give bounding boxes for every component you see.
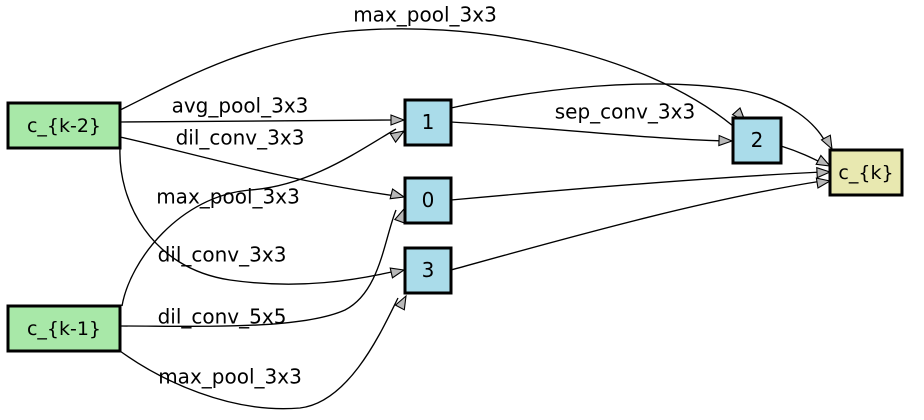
edge-label-e1: max_pool_3x3 <box>353 3 497 27</box>
node-n0-label: 0 <box>422 188 435 212</box>
node-ck1-label: c_{k-1} <box>27 318 101 340</box>
edge-labels-layer: max_pool_3x3 avg_pool_3x3 dil_conv_3x3 max_… <box>156 3 695 389</box>
node-ck1-box <box>6 304 122 353</box>
node-n3-label: 3 <box>422 258 435 282</box>
node-n3-box <box>403 246 453 295</box>
arrow-heads-layer <box>389 107 833 311</box>
arrow-head-e3 <box>389 188 406 200</box>
node-ck2-box <box>6 101 122 150</box>
edge-label-e3: dil_conv_3x3 <box>176 126 305 150</box>
arrow-head-e4 <box>389 130 406 144</box>
edge-ck2-to-n0 <box>119 136 397 197</box>
edge-label-e4: max_pool_3x3 <box>156 185 300 209</box>
edge-label-e8: sep_conv_3x3 <box>555 100 695 124</box>
node-ck-label: c_{k} <box>838 162 893 184</box>
node-ck[interactable]: c_{k} <box>828 148 904 197</box>
edge-n1-to-ck <box>450 83 827 144</box>
arrow-head-e12 <box>815 177 832 189</box>
edge-n3-to-ck <box>450 180 823 271</box>
arrow-head-e2 <box>390 114 406 126</box>
edge-ck2-to-n2 <box>119 28 734 127</box>
node-n1[interactable]: 1 <box>403 98 453 147</box>
node-ck1[interactable]: c_{k-1} <box>6 304 122 353</box>
arrow-head-e9 <box>820 134 833 151</box>
edge-label-e5: dil_conv_3x3 <box>158 243 287 267</box>
node-n0-box <box>403 176 453 225</box>
edge-ck2-to-n3 <box>119 147 397 285</box>
edge-n1-to-n2 <box>450 121 725 142</box>
edge-n2-to-ck <box>780 145 823 164</box>
edge-label-e2: avg_pool_3x3 <box>172 94 309 118</box>
node-n1-label: 1 <box>422 110 435 134</box>
edge-ck1-to-n1 <box>121 128 397 307</box>
edge-label-e7: max_pool_3x3 <box>158 365 302 389</box>
arrow-head-e5 <box>389 267 406 279</box>
arrow-head-e11 <box>816 166 832 179</box>
node-n0[interactable]: 0 <box>403 176 453 225</box>
node-n2-box <box>731 116 783 165</box>
arrow-head-e10 <box>815 154 832 167</box>
arrow-head-e8 <box>718 134 734 147</box>
edges-layer <box>119 28 827 410</box>
edge-label-e6: dil_conv_5x5 <box>158 305 287 329</box>
node-n3[interactable]: 3 <box>403 246 453 295</box>
node-ck2-label: c_{k-2} <box>27 115 101 137</box>
edge-ck2-to-n1 <box>119 119 397 123</box>
edge-ck1-to-n3 <box>119 297 399 410</box>
node-n2[interactable]: 2 <box>731 116 783 165</box>
node-ck-box <box>828 148 904 197</box>
node-n1-box <box>403 98 453 147</box>
node-ck2[interactable]: c_{k-2} <box>6 101 122 150</box>
edge-ck1-to-n0 <box>119 209 397 327</box>
arrow-head-e7 <box>394 294 407 311</box>
nodes-layer: c_{k-2} c_{k-1} 0 1 2 3 c_{k} <box>6 98 904 353</box>
edge-n0-to-ck <box>450 171 823 201</box>
node-n2-label: 2 <box>751 128 764 152</box>
